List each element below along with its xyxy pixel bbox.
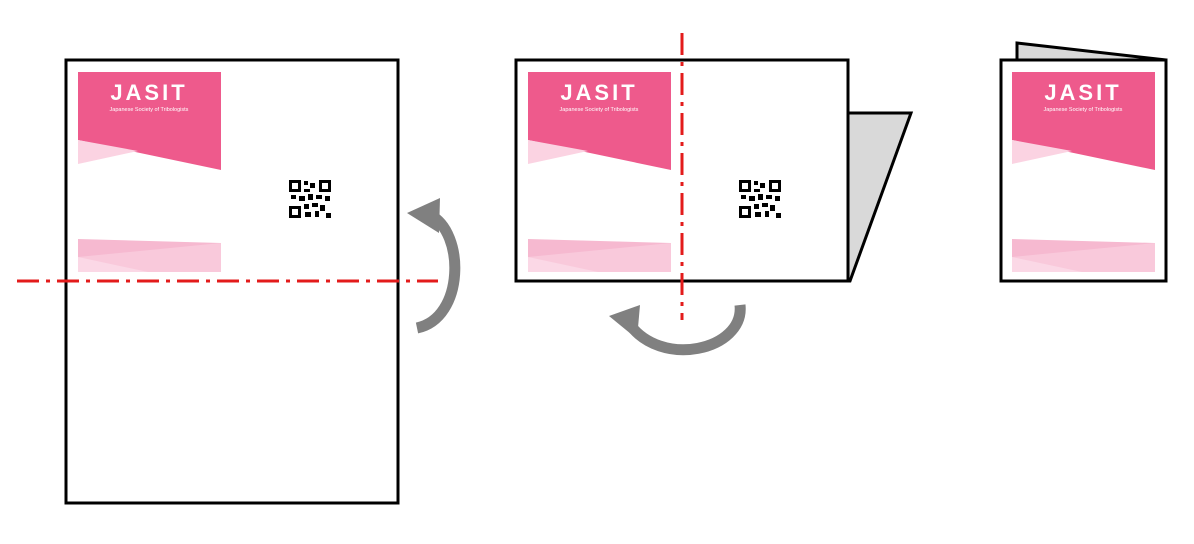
- cover-logo: JASIT: [1044, 80, 1121, 105]
- cover-society-name: Japanese Society of Tribologists: [1044, 107, 1123, 113]
- cover-logo: JASIT: [110, 80, 187, 105]
- step-3-finished-leaflet: JASIT Japanese Society of Tribologists: [999, 41, 1168, 283]
- curved-arrow-fold-back-icon: [609, 304, 746, 356]
- cover-society-name: Japanese Society of Tribologists: [560, 107, 639, 113]
- qr-code-icon: [289, 180, 331, 218]
- back-panel: [844, 111, 914, 283]
- curved-arrow-fold-up-icon: [407, 198, 461, 334]
- cover-logo: JASIT: [560, 80, 637, 105]
- step-2-folded-sheet: JASIT Japanese Society of Tribologists: [514, 58, 914, 283]
- cover-society-name: Japanese Society of Tribologists: [110, 107, 189, 113]
- qr-code-icon: [739, 180, 781, 218]
